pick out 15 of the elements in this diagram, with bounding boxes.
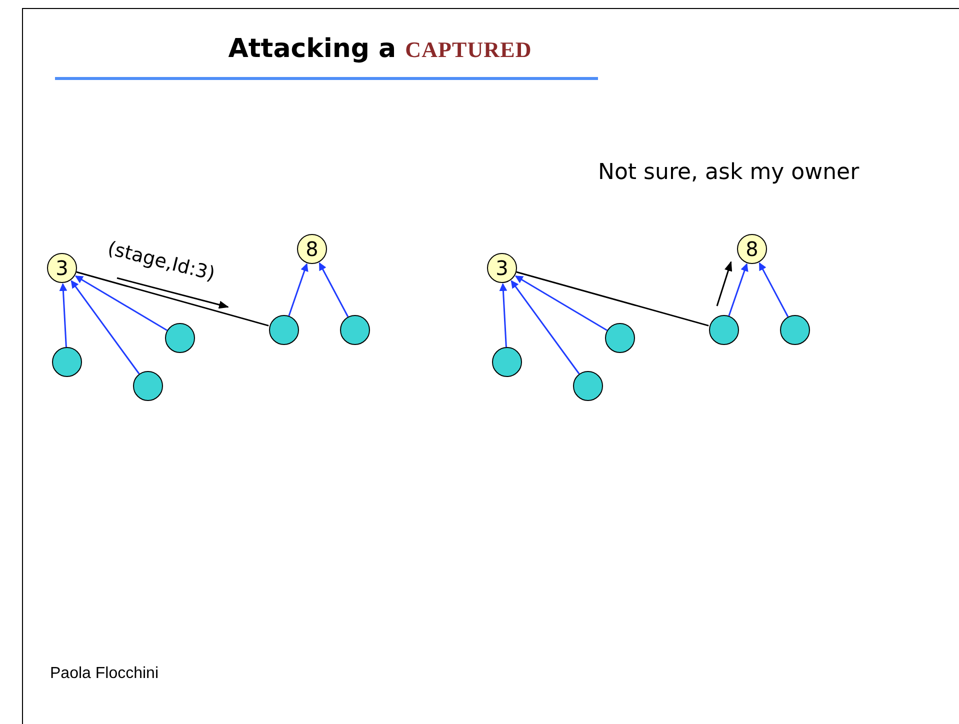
arrow — [74, 276, 168, 331]
slide-title: Attacking a CAPTURED — [227, 33, 533, 66]
arrow — [318, 262, 349, 318]
arrow — [728, 263, 748, 316]
note-text: Not sure, ask my owner — [598, 159, 860, 187]
arrow — [510, 280, 580, 374]
arrow — [288, 263, 308, 316]
connector-line — [76, 271, 269, 326]
arrow — [758, 262, 789, 318]
arrow — [70, 280, 140, 374]
author-text: Paola Flocchini — [50, 664, 158, 684]
arrow — [499, 282, 508, 348]
connector-line — [516, 271, 709, 326]
arrow — [514, 276, 608, 331]
arrow — [59, 282, 68, 348]
